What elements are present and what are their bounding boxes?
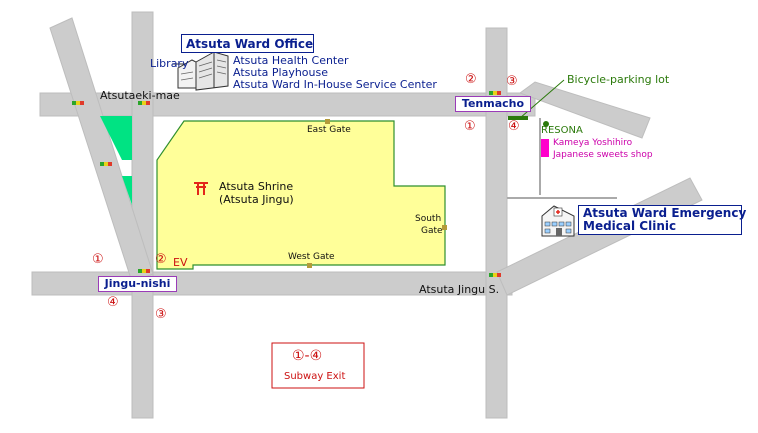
- south-gate-marker: [442, 225, 447, 230]
- shrine-grounds: [156, 120, 446, 270]
- traffic-light-icon: [489, 273, 501, 277]
- jingu-nishi-station-label[interactable]: Jingu-nishi: [98, 276, 177, 292]
- tenmacho-exit-3: ③: [506, 74, 518, 89]
- east-gate-label: East Gate: [307, 125, 351, 135]
- park-area: [100, 116, 132, 160]
- bicycle-parking-marker: [508, 116, 528, 120]
- atsutaeki-mae-label: Atsutaeki-mae: [100, 89, 180, 102]
- torii-icon: [194, 182, 208, 195]
- south-gate-label-2: Gate: [421, 226, 443, 236]
- tenmacho-exit-1: ①: [464, 119, 476, 134]
- health-center-label: Atsuta Health Center: [233, 54, 349, 67]
- jingu-nishi-exit-2: ②: [155, 252, 167, 267]
- jingu-nishi-exit-1: ①: [92, 252, 104, 267]
- ev-label: EV: [173, 256, 188, 269]
- road-atsutaeki-mae: [39, 92, 536, 117]
- traffic-lights: [72, 91, 501, 277]
- building-icon: [177, 51, 229, 91]
- clinic-label[interactable]: Atsuta Ward Emergency Medical Clinic: [578, 205, 747, 235]
- bicycle-parking-label: Bicycle-parking lot: [567, 73, 670, 86]
- shrine-name-label: Atsuta Shrine: [219, 180, 294, 193]
- road-diagonal-left: [49, 17, 154, 283]
- road-diagonal-lower-right: [496, 177, 703, 296]
- clinic-label-line1: Atsuta Ward Emergency: [583, 206, 747, 220]
- kameya-label-1: Kameya Yoshihiro: [553, 138, 633, 148]
- resona-label: RESONA: [541, 125, 583, 136]
- kameya-marker: [541, 139, 549, 157]
- traffic-light-icon: [100, 162, 112, 166]
- south-gate-label-1: South: [415, 214, 442, 224]
- side-streets: [507, 118, 617, 199]
- traffic-light-icon: [138, 101, 150, 105]
- ward-office-label[interactable]: Atsuta Ward Office: [181, 34, 314, 53]
- legend-range: ①-④: [292, 348, 323, 364]
- park-area-lower: [122, 176, 132, 205]
- traffic-light-icon: [72, 101, 84, 105]
- playhouse-label: Atsuta Playhouse: [233, 66, 329, 79]
- jingu-nishi-exit-4: ④: [107, 295, 119, 310]
- west-gate-label: West Gate: [288, 252, 335, 262]
- atsuta-jingu-st-label: Atsuta Jingu S.: [419, 283, 500, 296]
- clinic-label-line2: Medical Clinic: [583, 219, 677, 233]
- tenmacho-exit-4: ④: [508, 119, 520, 134]
- kameya-label-2: Japanese sweets shop: [553, 150, 653, 160]
- legend-box: [271, 342, 365, 389]
- shrine-subname-label: (Atsuta Jingu): [219, 193, 294, 206]
- hospital-icon: [541, 205, 575, 237]
- jingu-nishi-exit-3: ③: [155, 307, 167, 322]
- legend-caption: Subway Exit: [284, 371, 346, 382]
- tenmacho-exit-2: ②: [465, 72, 477, 87]
- road-vertical-right: [485, 27, 508, 419]
- tenmacho-station-label[interactable]: Tenmacho: [455, 96, 531, 112]
- traffic-light-icon: [489, 91, 501, 95]
- road-diagonal-upper-right: [518, 81, 651, 139]
- west-gate-marker: [307, 263, 312, 268]
- road-vertical-left: [131, 11, 154, 419]
- east-gate-marker: [325, 119, 330, 124]
- traffic-light-icon: [138, 269, 150, 273]
- resona-marker: [543, 121, 549, 127]
- library-label: Library: [150, 57, 189, 70]
- in-house-service-label: Atsuta Ward In-House Service Center: [233, 78, 437, 91]
